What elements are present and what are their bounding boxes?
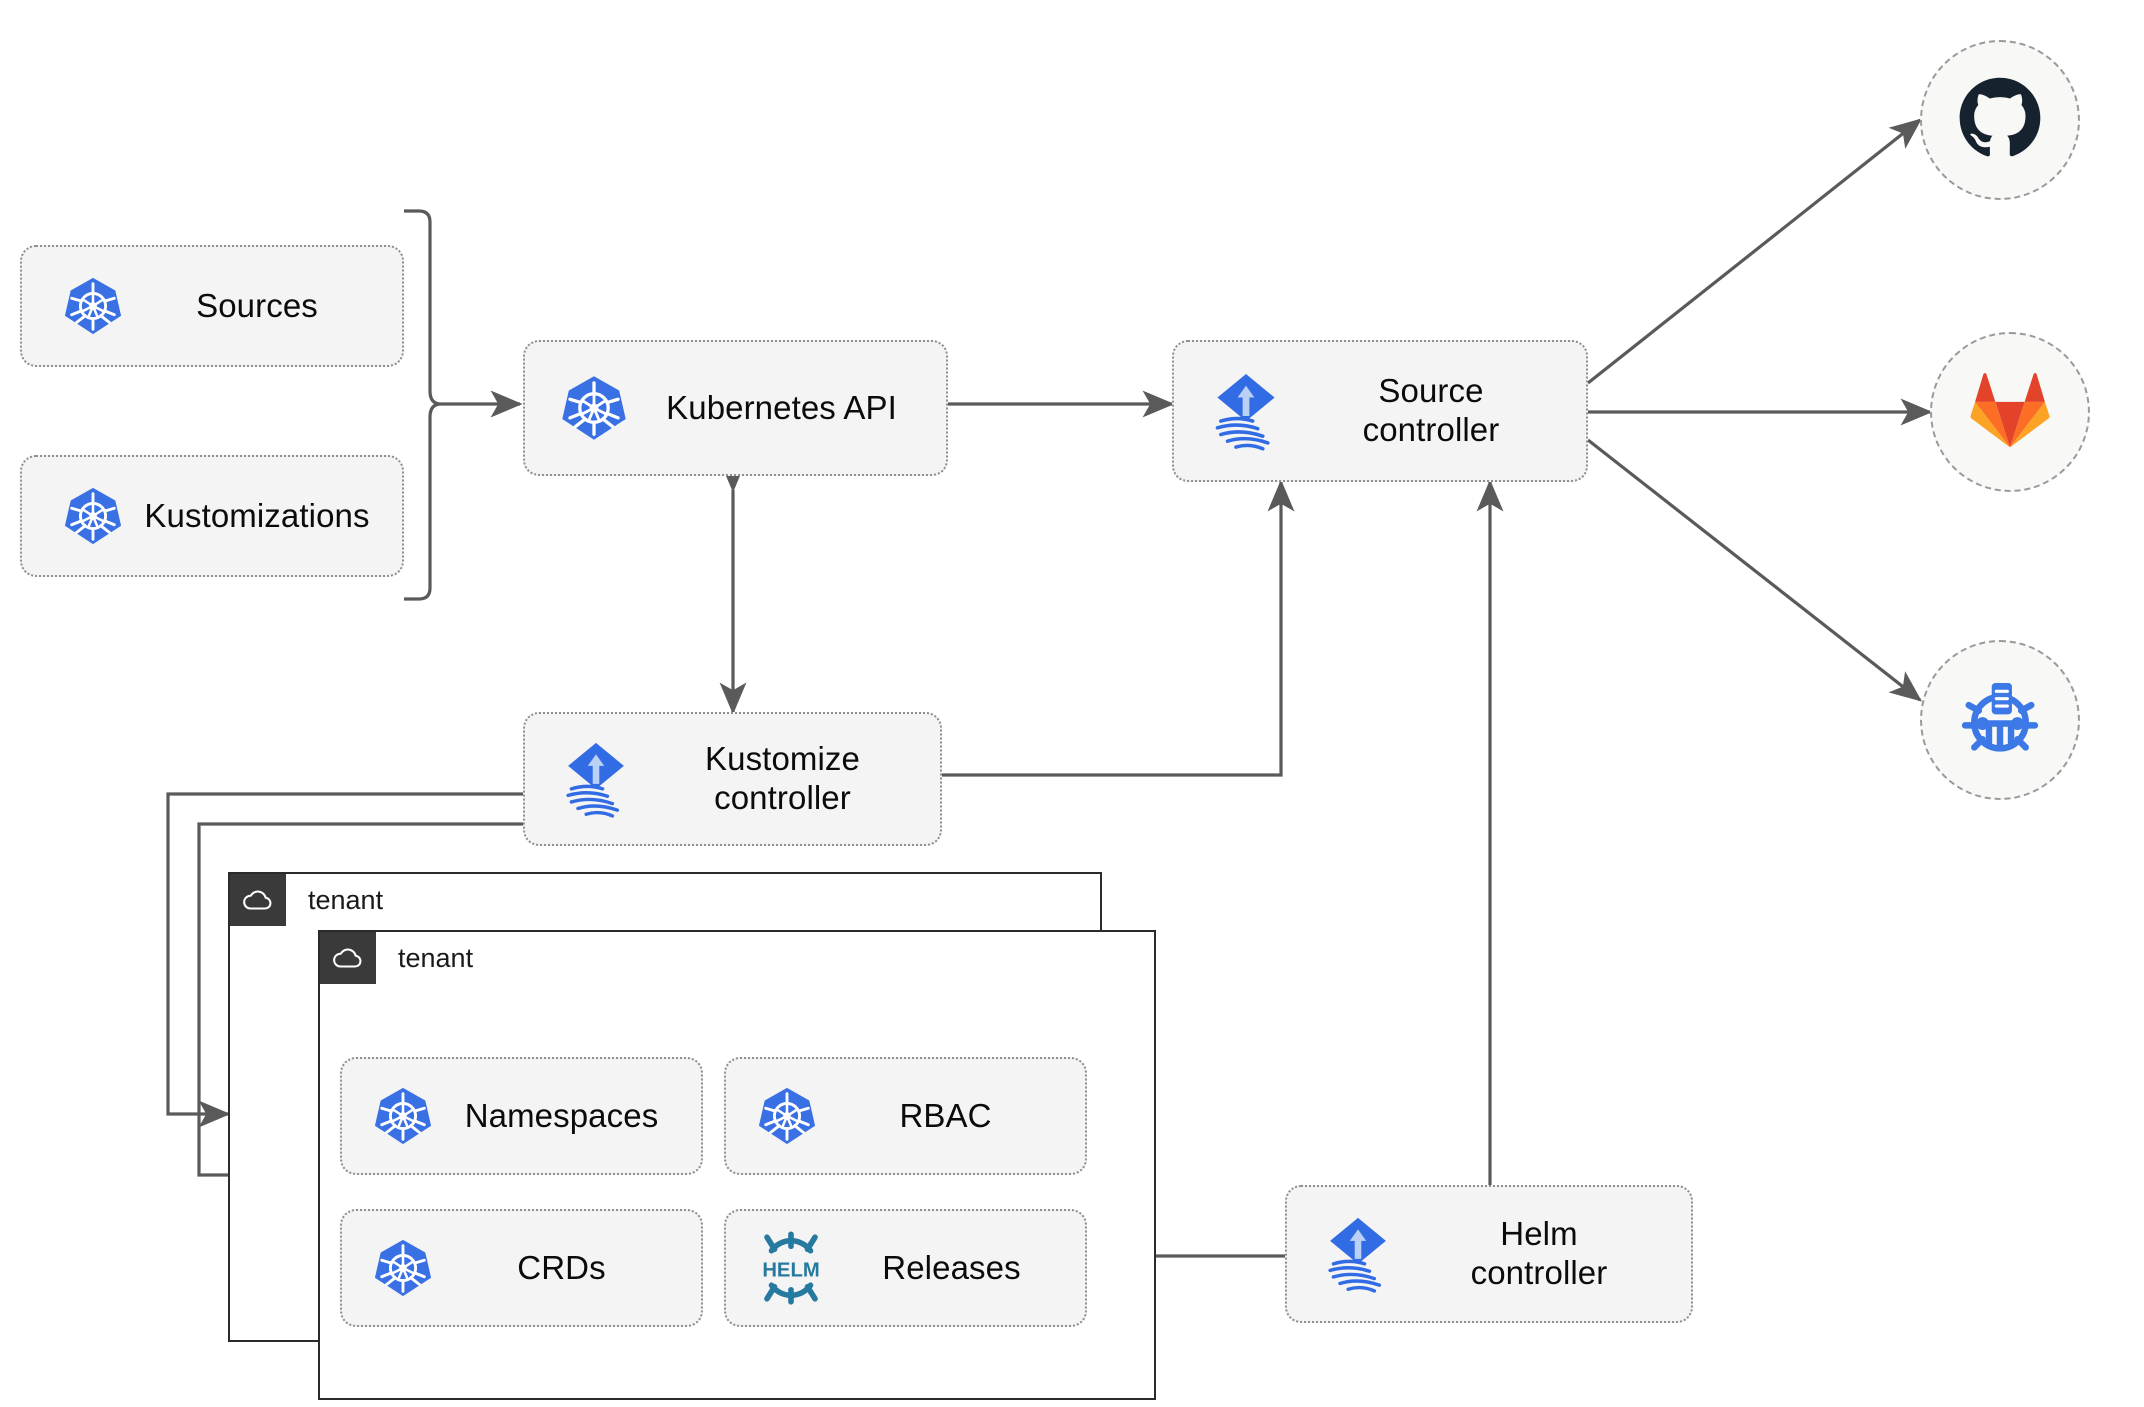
node-sources[interactable]: Sources — [20, 245, 404, 367]
node-source-controller[interactable]: Source controller — [1172, 340, 1588, 482]
kubernetes-icon — [372, 1085, 434, 1147]
node-label: Source controller — [1362, 372, 1500, 448]
flux-icon — [555, 738, 637, 820]
tenant-label: tenant — [398, 942, 474, 973]
kubernetes-icon — [62, 485, 124, 547]
node-kustomizations[interactable]: Kustomizations — [20, 455, 404, 577]
node-label: Helm controller — [1470, 1215, 1608, 1291]
node-label: CRDs — [517, 1248, 606, 1286]
kubernetes-icon — [62, 275, 124, 337]
node-namespaces[interactable]: Namespaces — [340, 1057, 703, 1175]
svg-text:HELM: HELM — [762, 1259, 819, 1281]
node-label: Sources — [196, 286, 318, 324]
node-helm-controller[interactable]: Helm controller — [1285, 1185, 1693, 1323]
node-label: Kustomizations — [144, 496, 370, 534]
gitlab-icon — [1969, 371, 2051, 454]
node-label: RBAC — [899, 1096, 992, 1134]
node-kubernetes-api[interactable]: Kubernetes API — [523, 340, 948, 476]
kubernetes-icon — [756, 1085, 818, 1147]
github-icon — [1957, 75, 2043, 166]
provider-github[interactable] — [1920, 40, 2080, 200]
cloud-icon — [320, 932, 376, 984]
tenant-title-bar: tenant — [230, 874, 383, 926]
helm-icon: HELM — [752, 1231, 830, 1305]
provider-gitlab[interactable] — [1930, 332, 2090, 492]
flux-icon — [1204, 369, 1288, 453]
node-label: Namespaces — [464, 1096, 659, 1134]
kubernetes-icon — [559, 373, 629, 443]
node-crds[interactable]: CRDs — [340, 1209, 703, 1327]
tenant-panel-front[interactable]: tenant — [318, 930, 1156, 1400]
node-label: Kubernetes API — [666, 388, 897, 426]
node-releases[interactable]: HELM Releases — [724, 1209, 1087, 1327]
node-rbac[interactable]: RBAC — [724, 1057, 1087, 1175]
kubernetes-icon — [372, 1237, 434, 1299]
node-label: Releases — [882, 1248, 1021, 1286]
tenant-label: tenant — [308, 884, 384, 915]
flux-icon — [1317, 1213, 1399, 1295]
helm-chart-repository-icon — [1954, 672, 2046, 769]
tenant-title-bar: tenant — [320, 932, 473, 984]
cloud-icon — [230, 874, 286, 926]
node-kustomize-controller[interactable]: Kustomize controller — [523, 712, 942, 846]
node-label: Kustomize controller — [705, 740, 860, 816]
provider-helm-charts[interactable] — [1920, 640, 2080, 800]
